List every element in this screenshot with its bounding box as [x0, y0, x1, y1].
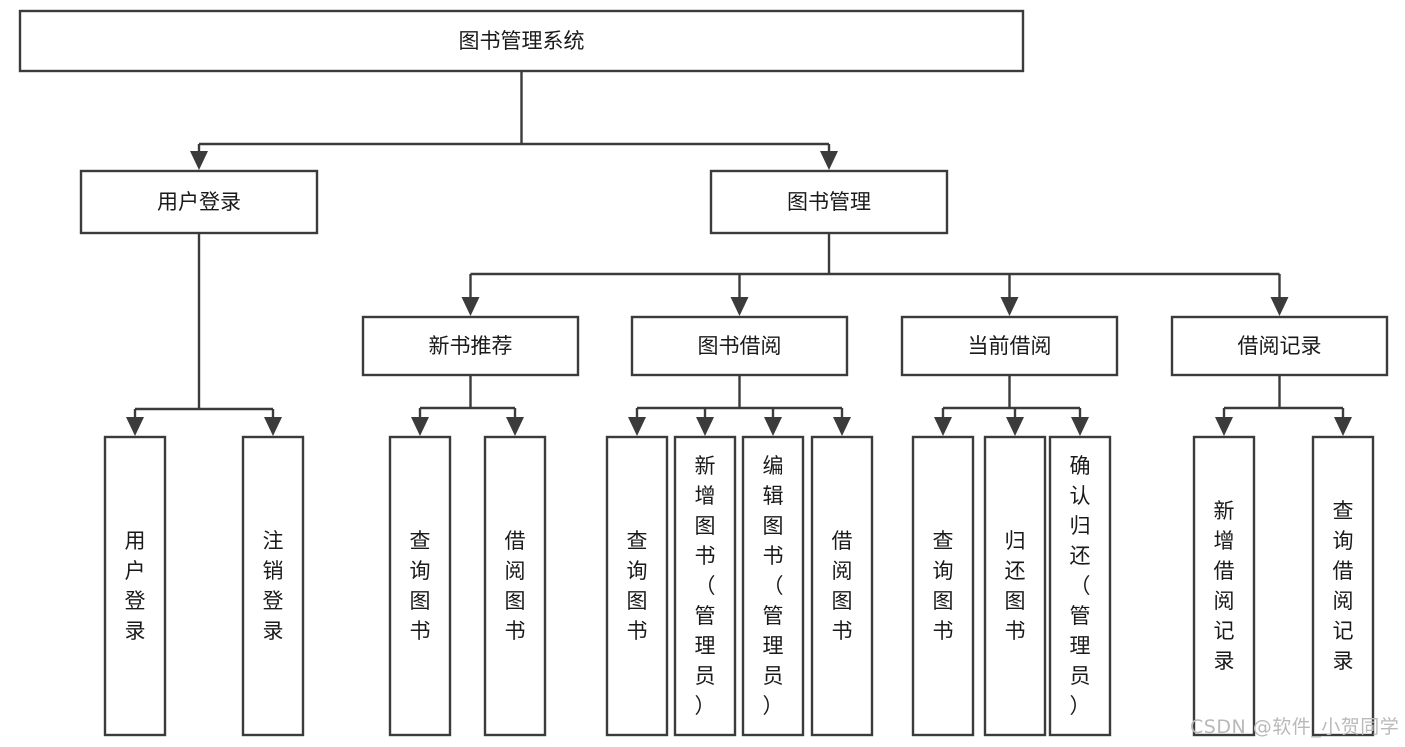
node-leaf-confirm-return[interactable]: 确认归还（管理员）	[1048, 435, 1112, 737]
node-box-book-manage	[709, 169, 949, 235]
node-leaf-user-logout[interactable]: 注销登录	[241, 435, 305, 737]
edge-group-root	[190, 71, 838, 170]
node-label-leaf-query-book-1: 查询图书	[410, 529, 431, 643]
node-label-leaf-user-login: 用户登录	[125, 529, 146, 643]
node-root[interactable]: 图书管理系统	[18, 9, 1025, 73]
node-box-leaf-query-book-3	[911, 435, 975, 737]
edge-group-current-borrow	[934, 375, 1089, 436]
node-box-book-borrow	[630, 315, 849, 377]
node-borrow-record[interactable]: 借阅记录	[1170, 315, 1389, 377]
arrow-head-icon	[696, 417, 714, 436]
node-box-leaf-return-book	[983, 435, 1047, 737]
node-box-leaf-confirm-return	[1048, 435, 1112, 737]
edge-group-book-borrow	[628, 375, 851, 436]
edge-group-new-book-rec	[411, 375, 524, 436]
node-label-user-login: 用户登录	[157, 190, 241, 214]
node-box-leaf-user-login	[103, 435, 167, 737]
arrow-head-icon	[1334, 417, 1352, 436]
node-box-leaf-query-record	[1311, 435, 1375, 737]
node-book-borrow[interactable]: 图书借阅	[630, 315, 849, 377]
node-current-borrow[interactable]: 当前借阅	[900, 315, 1119, 377]
node-leaf-add-book[interactable]: 新增图书（管理员）	[673, 435, 737, 737]
node-box-leaf-query-book-1	[388, 435, 452, 737]
arrow-head-icon	[264, 417, 282, 436]
node-label-new-book-rec: 新书推荐	[429, 334, 513, 358]
node-label-leaf-return-book: 归还图书	[1005, 529, 1026, 643]
node-box-leaf-borrow-book-2	[810, 435, 874, 737]
nodes-layer: 图书管理系统用户登录图书管理新书推荐图书借阅当前借阅借阅记录用户登录注销登录查询…	[18, 9, 1389, 737]
node-new-book-rec[interactable]: 新书推荐	[361, 315, 580, 377]
node-label-leaf-query-record: 查询借阅记录	[1333, 499, 1354, 673]
node-box-root	[18, 9, 1025, 73]
arrow-head-icon	[461, 297, 480, 316]
node-box-leaf-add-book	[673, 435, 737, 737]
node-box-leaf-query-book-2	[605, 435, 669, 737]
arrow-head-icon	[628, 417, 646, 436]
node-leaf-edit-book[interactable]: 编辑图书（管理员）	[741, 435, 805, 737]
node-leaf-borrow-book-2[interactable]: 借阅图书	[810, 435, 874, 737]
arrow-head-icon	[1006, 417, 1024, 436]
node-label-leaf-edit-book: 编辑图书（管理员）	[763, 454, 784, 718]
arrow-head-icon	[506, 417, 524, 436]
node-book-manage[interactable]: 图书管理	[709, 169, 949, 235]
edges-layer	[126, 71, 1352, 436]
node-label-leaf-add-record: 新增借阅记录	[1214, 499, 1235, 673]
arrow-head-icon	[411, 417, 429, 436]
node-leaf-query-book-3[interactable]: 查询图书	[911, 435, 975, 737]
node-box-leaf-add-record	[1192, 435, 1256, 737]
node-box-leaf-user-logout	[241, 435, 305, 737]
arrow-head-icon	[934, 417, 952, 436]
node-leaf-user-login[interactable]: 用户登录	[103, 435, 167, 737]
arrow-head-icon	[190, 151, 208, 170]
arrow-head-icon	[764, 417, 782, 436]
node-box-leaf-borrow-book-1	[483, 435, 547, 737]
node-leaf-query-book-2[interactable]: 查询图书	[605, 435, 669, 737]
arrow-head-icon	[1270, 297, 1289, 316]
edge-group-borrow-record	[1215, 375, 1352, 436]
node-label-borrow-record: 借阅记录	[1238, 334, 1322, 358]
node-label-leaf-query-book-2: 查询图书	[627, 529, 648, 643]
node-leaf-query-book-1[interactable]: 查询图书	[388, 435, 452, 737]
node-label-leaf-query-book-3: 查询图书	[933, 529, 954, 643]
edge-group-user-login	[126, 233, 282, 436]
node-label-leaf-user-logout: 注销登录	[263, 529, 284, 643]
node-label-leaf-borrow-book-1: 借阅图书	[505, 529, 526, 643]
node-user-login[interactable]: 用户登录	[79, 169, 319, 235]
node-box-new-book-rec	[361, 315, 580, 377]
node-label-book-borrow: 图书借阅	[698, 334, 782, 358]
edge-group-book-manage	[461, 233, 1289, 316]
arrow-head-icon	[1071, 417, 1089, 436]
node-box-leaf-edit-book	[741, 435, 805, 737]
csdn-watermark: CSDN @软件_小贺同学	[1190, 716, 1400, 738]
node-label-root: 图书管理系统	[459, 29, 585, 53]
arrow-head-icon	[1215, 417, 1233, 436]
arrow-head-icon	[1000, 297, 1019, 316]
node-leaf-return-book[interactable]: 归还图书	[983, 435, 1047, 737]
node-label-leaf-add-book: 新增图书（管理员）	[695, 454, 716, 718]
arrow-head-icon	[126, 417, 144, 436]
arrow-head-icon	[730, 297, 749, 316]
node-leaf-query-record[interactable]: 查询借阅记录	[1311, 435, 1375, 737]
arrow-head-icon	[820, 151, 838, 170]
node-box-user-login	[79, 169, 319, 235]
node-box-borrow-record	[1170, 315, 1389, 377]
node-box-current-borrow	[900, 315, 1119, 377]
arrow-head-icon	[833, 417, 851, 436]
node-label-current-borrow: 当前借阅	[968, 334, 1052, 358]
node-leaf-add-record[interactable]: 新增借阅记录	[1192, 435, 1256, 737]
node-leaf-borrow-book-1[interactable]: 借阅图书	[483, 435, 547, 737]
node-label-leaf-confirm-return: 确认归还（管理员）	[1070, 454, 1091, 718]
node-label-book-manage: 图书管理	[787, 190, 871, 214]
node-label-leaf-borrow-book-2: 借阅图书	[832, 529, 853, 643]
